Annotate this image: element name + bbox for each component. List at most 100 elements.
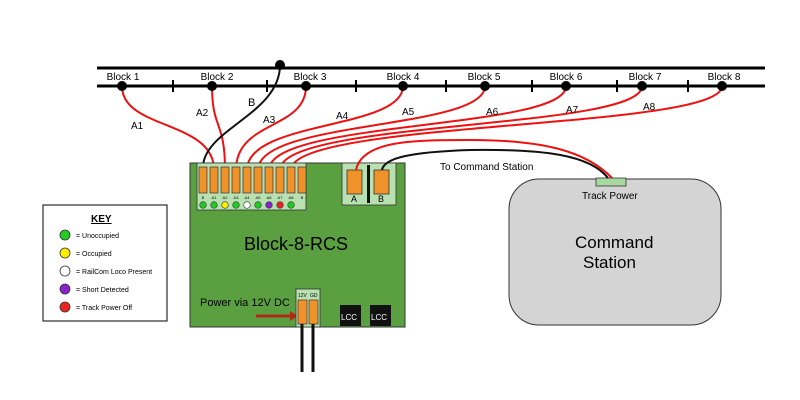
input-terminal: [275, 166, 285, 194]
block-node-8: [717, 81, 727, 91]
lcc-port-2: [370, 305, 391, 326]
block-label-6: Block 6: [550, 72, 583, 83]
power-terminal-12v: [297, 299, 308, 325]
input-terminal-label: B: [301, 195, 304, 200]
input-terminal-label: A2: [223, 195, 229, 200]
block-node-1: [117, 81, 127, 91]
power-label: Power via 12V DC: [200, 297, 290, 309]
input-terminal: [253, 166, 263, 194]
feeder-label-1: A1: [131, 121, 144, 132]
command-station-title-line2: Station: [583, 253, 636, 272]
key-swatch: [59, 301, 71, 313]
feeder-label-5: A5: [402, 107, 415, 118]
key-item-label: = Unoccupied: [76, 233, 119, 240]
output-divider: [367, 165, 370, 203]
block-labels: Block 1 Block 2 Block 3 Block 4 Block 5 Block…: [107, 72, 741, 83]
output-terminal-b: [373, 169, 390, 195]
block-node-4: [398, 81, 408, 91]
common-wire: [201, 64, 281, 171]
power-arrow-head: [290, 311, 298, 321]
feeder-wire-1: [121, 85, 215, 171]
to-command-station-label: To Command Station: [440, 162, 533, 173]
status-led: [254, 201, 262, 209]
power-terminal-label-gd: GD: [310, 293, 318, 299]
block-label-1: Block 1: [107, 72, 140, 83]
input-terminal-label: A8: [289, 195, 295, 200]
power-terminal-gd: [308, 299, 319, 325]
block-label-8: Block 8: [708, 72, 741, 83]
block-node-6: [561, 81, 571, 91]
power-terminal-label-12v: 12V: [298, 293, 308, 299]
output-label-a: A: [351, 194, 357, 204]
feeder-label-4: A4: [336, 111, 349, 122]
block-label-7: Block 7: [629, 72, 662, 83]
block-node-2: [207, 81, 217, 91]
key-item-label: = Track Power Off: [76, 305, 132, 312]
input-terminal-label: A1: [212, 195, 218, 200]
command-station-black-wire: [381, 148, 609, 179]
common-node: [275, 60, 285, 70]
status-led: [232, 201, 240, 209]
input-terminal: [264, 166, 274, 194]
lcc-port-1: [340, 305, 361, 326]
input-terminal-label: A7: [278, 195, 284, 200]
input-terminal-label: A3: [234, 195, 240, 200]
feeder-wire-7: [279, 85, 643, 171]
feeder-wire-5: [257, 85, 486, 171]
input-terminals: B A1 A2 A3 A4 A5 A6 A7 A8 B: [198, 166, 307, 200]
status-led: [276, 201, 284, 209]
block-node-5: [480, 81, 490, 91]
block-label-4: Block 4: [387, 72, 420, 83]
input-terminal: [198, 166, 208, 194]
key-items: = Unoccupied = Occupied = RailCom Loco Pre…: [59, 229, 152, 313]
input-terminal-label: A5: [256, 195, 262, 200]
key-swatch: [59, 283, 71, 295]
block-node-3: [301, 81, 311, 91]
input-terminal: [286, 166, 296, 194]
input-terminal: [297, 166, 307, 194]
key-box: [42, 204, 168, 322]
key-swatch: [59, 229, 71, 241]
feeder-label-2: A2: [196, 108, 209, 119]
key-swatch: [59, 265, 71, 277]
feeder-wire-2: [211, 85, 226, 171]
feeder-wire-6: [268, 85, 567, 171]
track-power-label: Track Power: [582, 191, 638, 202]
feeder-wire-8: [290, 85, 723, 171]
track-power-connector: [595, 177, 627, 187]
block-node-7: [637, 81, 647, 91]
common-label: B: [248, 97, 255, 109]
block-gaps: [172, 80, 689, 92]
input-terminal: [242, 166, 252, 194]
input-terminal: [220, 166, 230, 194]
key-item-label: = RailCom Loco Present: [76, 269, 152, 276]
command-station-title-line1: Command: [575, 233, 653, 252]
key-item-label: = Occupied: [76, 251, 112, 258]
feeder-label-7: A7: [566, 105, 579, 116]
input-terminal: [231, 166, 241, 194]
board-title: Block-8-RCS: [244, 234, 348, 254]
block-label-2: Block 2: [201, 72, 234, 83]
block-label-5: Block 5: [468, 72, 501, 83]
status-led: [243, 201, 251, 209]
feeder-label-6: A6: [486, 107, 499, 118]
block-label-3: Block 3: [294, 72, 327, 83]
status-leds: [199, 201, 295, 209]
key-item-label: = Short Detected: [76, 287, 129, 294]
lcc-port-1-label: LCC: [341, 313, 357, 322]
output-label-b: B: [378, 194, 384, 204]
feeder-label-3: A3: [263, 115, 276, 126]
key-swatch: [59, 247, 71, 259]
input-terminal-label: A6: [267, 195, 273, 200]
input-terminal-label: B: [202, 195, 205, 200]
status-led: [287, 201, 295, 209]
key-title: KEY: [91, 214, 112, 225]
status-led: [210, 201, 218, 209]
track: Block 1 Block 2 Block 3 Block 4 Block 5 Block…: [97, 66, 765, 92]
feeder-wire-4: [246, 85, 404, 171]
command-station-red-wire: [355, 138, 613, 179]
feeder-wire-3: [235, 85, 307, 171]
input-terminal-label: A4: [245, 195, 251, 200]
